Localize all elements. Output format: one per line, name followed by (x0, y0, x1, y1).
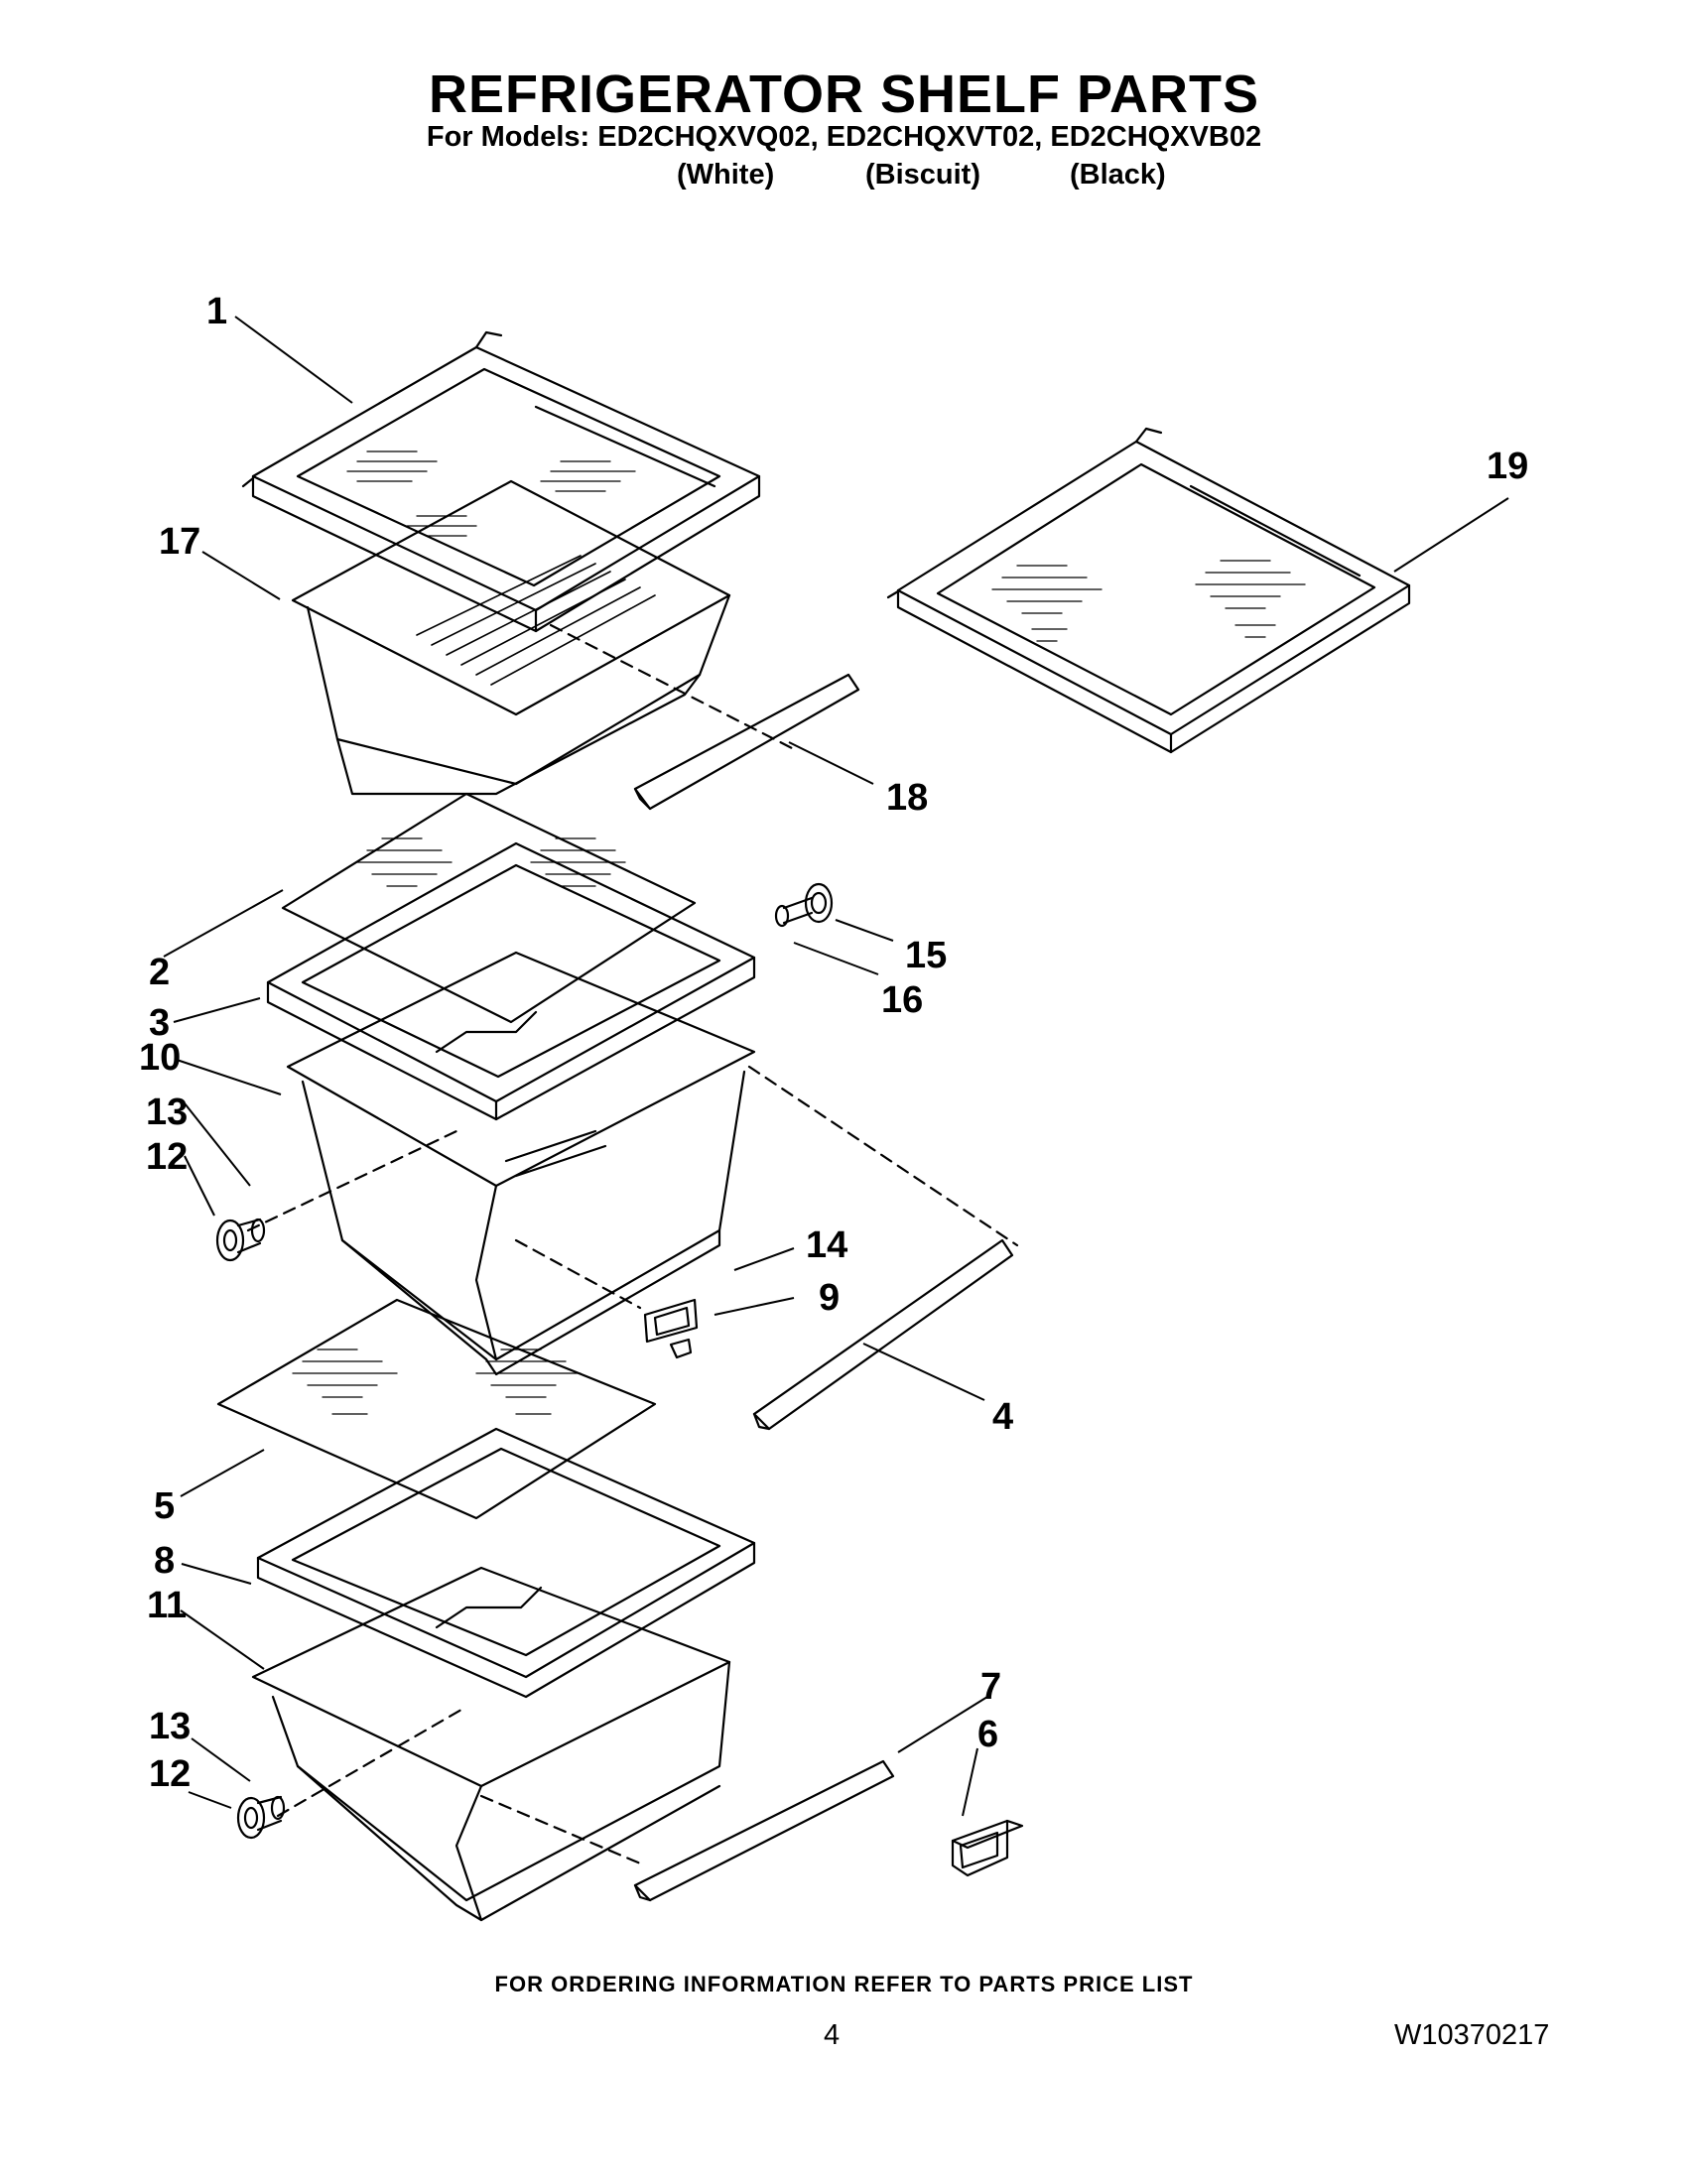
part-14-9-clips (514, 1238, 699, 1359)
variant-white: (White) (677, 159, 775, 191)
part-6-clip (951, 1819, 1024, 1877)
callout-18: 18 (886, 777, 928, 819)
page-title: REFRIGERATOR SHELF PARTS (428, 64, 1260, 124)
variant-biscuit: (Biscuit) (865, 159, 980, 191)
callout-5: 5 (154, 1485, 175, 1527)
callout-19: 19 (1487, 446, 1528, 487)
callout-9: 9 (819, 1277, 840, 1319)
part-8-cover-frame (256, 1427, 756, 1699)
callout-2: 2 (149, 952, 170, 993)
callout-8: 8 (154, 1540, 175, 1582)
part-19-shelf (886, 427, 1411, 754)
part-2-glass (281, 792, 697, 1024)
callout-15: 15 (905, 935, 947, 976)
callout-12: 12 (146, 1136, 188, 1178)
part-7-rail (633, 1759, 895, 1902)
part-1-shelf-frame (241, 330, 761, 633)
page-number: 4 (824, 2019, 841, 2051)
ordering-note: FOR ORDERING INFORMATION REFER TO PARTS … (494, 1972, 1194, 1996)
part-5-glass (216, 1298, 657, 1520)
callout-7: 7 (980, 1666, 1001, 1708)
part-12-13-roller-lower (236, 1795, 286, 1840)
callout-6: 6 (977, 1714, 998, 1755)
part-3-cover-frame (266, 841, 756, 1121)
part-15-16-roller (774, 882, 834, 928)
variant-black: (Black) (1070, 159, 1166, 191)
callout-10: 10 (139, 1037, 181, 1079)
callout-13: 13 (146, 1092, 188, 1133)
part-10-drawer (246, 951, 1019, 1376)
callout-12-lower: 12 (149, 1753, 191, 1795)
document-number: W10370217 (1394, 2019, 1550, 2051)
part-17-crisper-pan (291, 479, 796, 796)
callout-labels: 1 17 19 18 2 15 3 16 10 13 12 14 9 4 5 8… (139, 291, 1528, 1795)
part-11-drawer (251, 1566, 731, 1922)
part-4-rail (752, 1238, 1014, 1431)
callout-13-lower: 13 (149, 1706, 191, 1747)
callout-17: 17 (159, 521, 200, 563)
callout-11: 11 (147, 1585, 187, 1626)
callout-4: 4 (992, 1396, 1013, 1438)
part-12-13-roller-upper (215, 1218, 266, 1262)
part-18-rail (633, 673, 860, 811)
callout-16: 16 (881, 979, 923, 1021)
callout-14: 14 (806, 1224, 847, 1266)
callout-1: 1 (206, 291, 227, 332)
models-line: For Models: ED2CHQXVQ02, ED2CHQXVT02, ED… (426, 121, 1262, 153)
callout-3: 3 (149, 1002, 170, 1044)
